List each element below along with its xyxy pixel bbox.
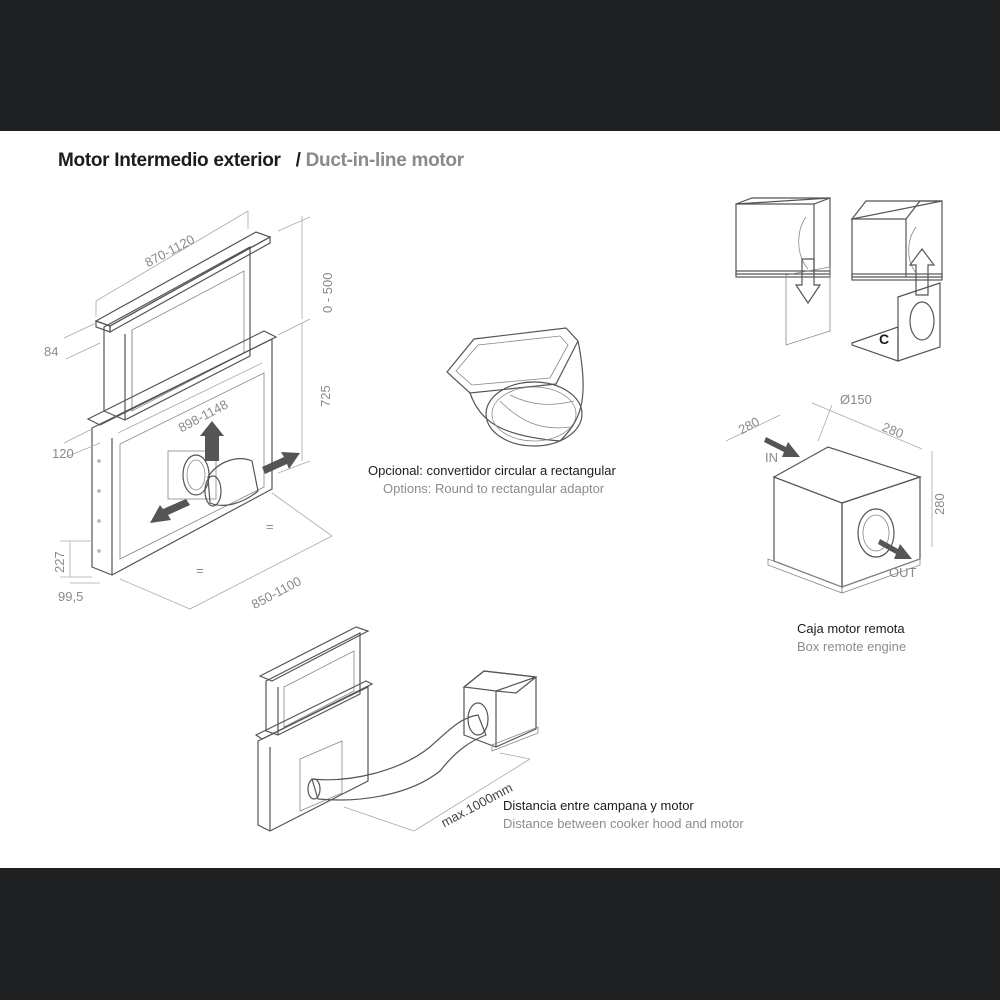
box-motor-caption-es: Caja motor remota (797, 621, 905, 636)
round-rect-adaptor-drawing (446, 327, 584, 447)
distance-caption-en: Distance between cooker hood and motor (503, 816, 744, 831)
adaptor-caption: Opcional: convertidor circular a rectang… (368, 462, 616, 498)
technical-drawing: 870-1120 0 - 500 84 725 898-1148 120 227… (44, 197, 947, 832)
box-dim-right: 280 (880, 419, 906, 441)
bottom-dark-band (0, 868, 1000, 1000)
box-dim-height: 280 (932, 493, 947, 515)
adaptor-caption-es: Opcional: convertidor circular a rectang… (368, 463, 616, 478)
dim-height-body: 725 (318, 385, 333, 407)
mounting-diagram-left (735, 197, 831, 346)
mounting-diagram-right (850, 200, 943, 362)
dim-height-lift: 0 - 500 (320, 273, 335, 313)
dim-width-cutout: 850-1100 (249, 573, 304, 612)
title-spanish: Motor Intermedio exterior (58, 150, 281, 171)
title-english: Duct-in-line motor (305, 150, 465, 171)
distance-caption-es: Distancia entre campana y motor (503, 798, 694, 813)
duct-distance-drawing (254, 626, 539, 832)
title-separator: / (295, 150, 301, 171)
mounting-label-c: C (879, 331, 889, 347)
box-label-in: IN (765, 450, 778, 465)
page-title: Motor Intermedio exterior / Duct-in-line… (58, 150, 464, 172)
dim-equal-right: = (266, 519, 274, 534)
top-dark-band (0, 0, 1000, 131)
main-hood-drawing (60, 210, 333, 610)
remote-motor-box-drawing (725, 402, 933, 594)
dim-width-top: 870-1120 (142, 232, 197, 271)
drawing-sheet: Motor Intermedio exterior / Duct-in-line… (0, 131, 1000, 868)
dim-base-height: 227 (52, 551, 67, 573)
adaptor-caption-en: Options: Round to rectangular adaptor (383, 481, 605, 496)
dim-base-depth: 99,5 (58, 589, 83, 604)
dim-depth: 84 (44, 344, 58, 359)
box-dim-left: 280 (736, 414, 762, 437)
dim-width-mid: 898-1148 (176, 397, 231, 436)
box-motor-caption-en: Box remote engine (797, 639, 907, 654)
box-motor-caption: Caja motor remota Box remote engine (797, 620, 906, 656)
box-dim-diameter: Ø150 (840, 392, 872, 407)
dim-equal-left: = (196, 563, 204, 578)
distance-caption: Distancia entre campana y motor Distance… (503, 797, 744, 833)
box-label-out: OUT (889, 565, 917, 580)
dim-depth-lower: 120 (52, 446, 74, 461)
